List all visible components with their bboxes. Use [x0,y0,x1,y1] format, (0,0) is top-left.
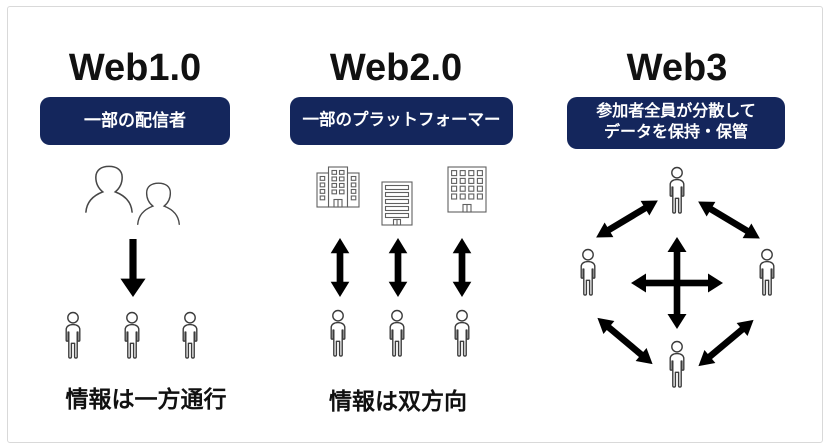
office-building-icon [381,181,413,226]
web3-banner-line1: 参加者全員が分散して [596,103,756,121]
person-icon [454,309,470,357]
person-icon [182,311,198,359]
broadcaster-bust-icon [85,165,133,213]
person-icon [580,248,596,296]
web3-banner-line2: データを保持・保管 [603,124,748,141]
vertical-double-arrow-icon [452,238,472,297]
person-icon [389,309,405,357]
cross-double-arrow-icon [631,237,723,329]
web3-banner: 参加者全員が分散して データを保持・保管 [567,97,785,149]
web1-caption: 情報は一方通行 [65,386,227,412]
web2-banner-label: 一部のプラットフォーマー [302,111,501,130]
office-building-icon [316,166,360,208]
person-icon [669,166,685,214]
web2-title: Web2.0 [329,47,463,89]
office-building-icon [447,166,487,213]
web2-caption: 情報は双方向 [329,388,467,414]
person-icon [669,340,685,388]
person-icon [759,248,775,296]
down-arrow-icon [120,239,146,297]
web2-banner: 一部のプラットフォーマー [290,97,513,145]
person-icon [330,309,346,357]
web1-banner-label: 一部の配信者 [84,110,186,130]
vertical-double-arrow-icon [330,238,350,297]
web1-title: Web1.0 [68,47,202,89]
broadcaster-bust-icon [137,182,180,225]
person-icon [65,311,81,359]
person-icon [124,311,140,359]
vertical-double-arrow-icon [388,238,408,297]
web1-banner: 一部の配信者 [40,97,230,145]
web3-title: Web3 [626,47,728,89]
